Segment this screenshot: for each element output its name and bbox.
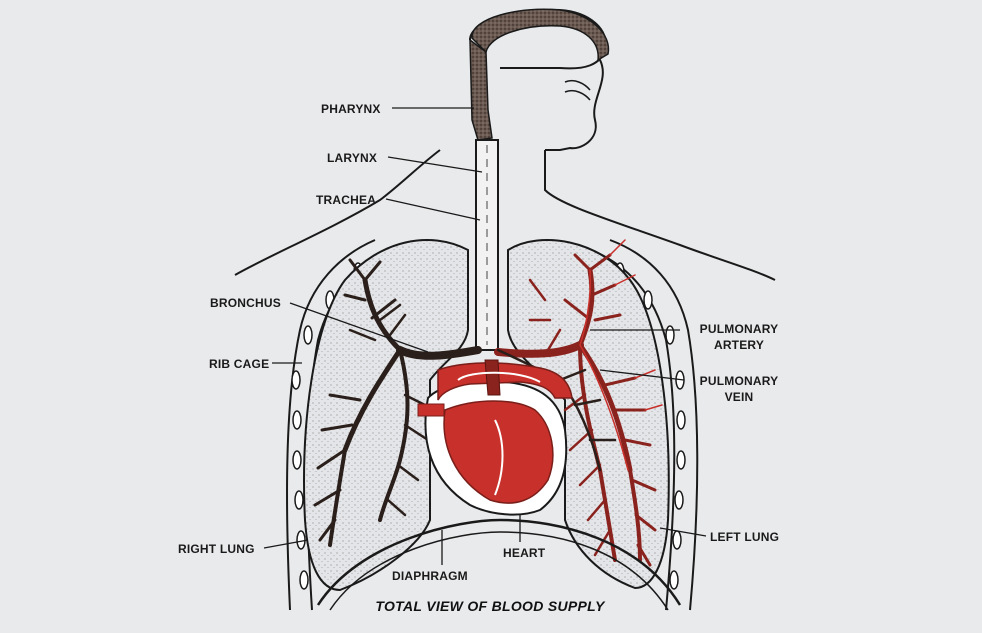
bronchial-tree-right [313, 258, 482, 547]
label-pharynx: PHARYNX [321, 102, 381, 116]
nasal-cavity [471, 8, 610, 62]
label-trachea: TRACHEA [316, 193, 377, 207]
label-pulmonary-vein-line1: PULMONARY [699, 374, 779, 388]
rib-cage-bones [291, 262, 686, 590]
label-pulmonary-vein-line2: VEIN [724, 390, 754, 404]
label-left-lung: LEFT LUNG [710, 530, 780, 544]
label-diaphragm: DIAPHRAGM [392, 569, 468, 583]
label-heart: HEART [503, 546, 546, 560]
label-larynx: LARYNX [327, 151, 378, 165]
diagram-caption: TOTAL VIEW OF BLOOD SUPPLY [375, 598, 605, 614]
pulmonary-vessels-overlay [579, 239, 663, 471]
label-right-lung: RIGHT LUNG [178, 542, 255, 556]
label-pulmonary-artery-line1: PULMONARY [699, 322, 779, 336]
trachea-tube [475, 139, 499, 351]
pharynx-tube [469, 38, 493, 141]
label-pulmonary-artery-line2: ARTERY [713, 338, 765, 352]
heart-illustration [417, 359, 573, 516]
head-outline [234, 8, 776, 281]
diaphragm-curve [316, 518, 682, 606]
right-lung-shape [303, 239, 469, 592]
label-leader-lines [263, 107, 707, 565]
mouth-lines [564, 79, 591, 101]
label-bronchus: BRONCHUS [210, 296, 281, 310]
label-rib-cage: RIB CAGE [209, 357, 270, 371]
